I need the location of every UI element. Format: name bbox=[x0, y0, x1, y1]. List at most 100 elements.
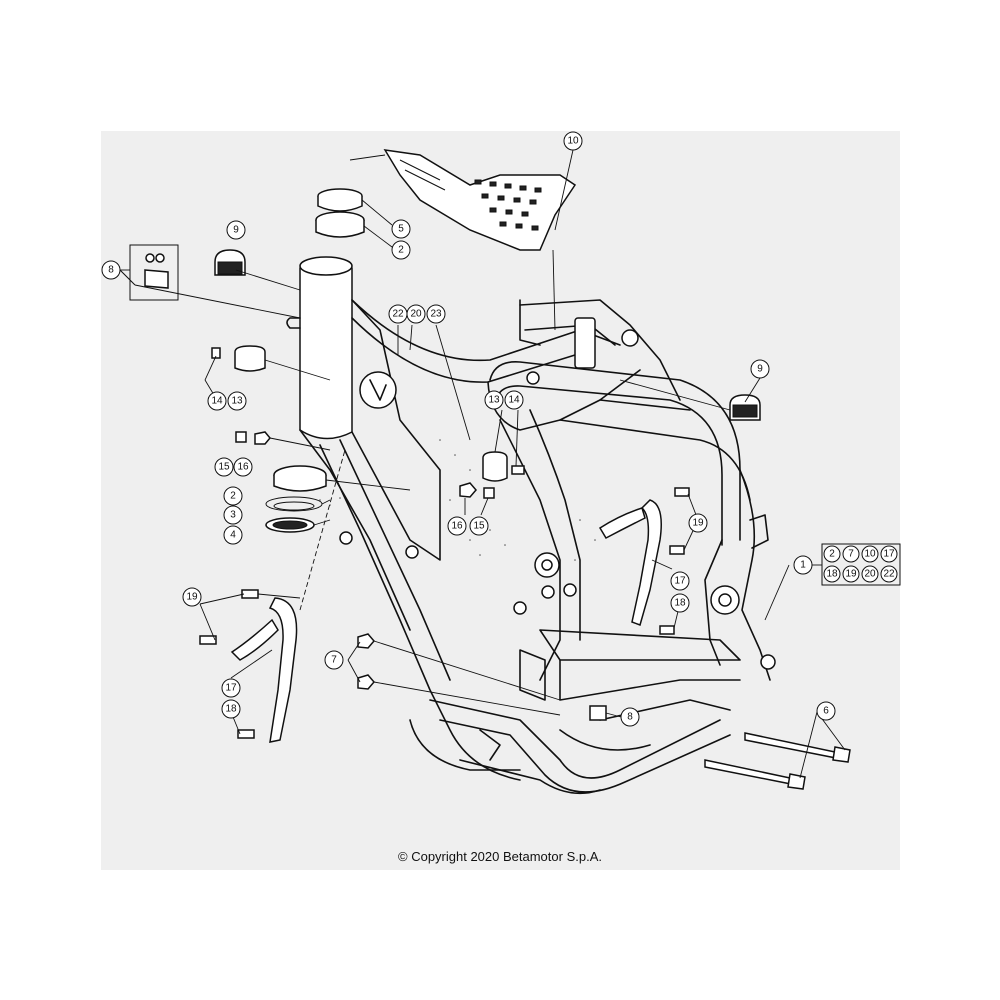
kit-item-18-label: 18 bbox=[826, 569, 838, 580]
kit-item-2-label: 2 bbox=[829, 549, 835, 560]
callout-15-center-label: 15 bbox=[473, 521, 485, 532]
callout-11-label: 10 bbox=[567, 136, 579, 147]
bushing-center bbox=[482, 451, 508, 482]
copyright-notice: © Copyright 2020 Betamotor S.p.A. bbox=[398, 849, 602, 864]
bearing-top bbox=[315, 211, 365, 238]
callout-14-center-label: 14 bbox=[508, 395, 520, 406]
bracket-left bbox=[199, 589, 298, 743]
callout-6[interactable]: 6 bbox=[816, 701, 836, 721]
kit-item-10[interactable]: 10 bbox=[861, 545, 879, 563]
callout-4-label: 4 bbox=[230, 530, 236, 541]
long-bolts-6 bbox=[704, 732, 851, 790]
callout-10-left[interactable]: 9 bbox=[226, 220, 246, 240]
callout-4[interactable]: 4 bbox=[223, 525, 243, 545]
kit-item-7-label: 7 bbox=[848, 549, 854, 560]
callout-7[interactable]: 7 bbox=[324, 650, 344, 670]
callout-10-right[interactable]: 9 bbox=[750, 359, 770, 379]
callout-3-label: 3 bbox=[230, 510, 236, 521]
kit-item-18[interactable]: 18 bbox=[823, 565, 841, 583]
nut-7-upper bbox=[357, 633, 375, 649]
key-lock-kit bbox=[129, 244, 179, 301]
callout-16-center-label: 16 bbox=[451, 521, 463, 532]
callout-2-lower[interactable]: 2 bbox=[223, 486, 243, 506]
kit-contents-box: 2 7 10 17 18 19 20 22 bbox=[821, 543, 901, 586]
callout-19-right-label: 19 bbox=[692, 518, 704, 529]
callout-11[interactable]: 10 bbox=[563, 131, 583, 151]
callout-9[interactable]: 8 bbox=[101, 260, 121, 280]
separate-parts bbox=[129, 149, 851, 790]
callout-17-right-label: 17 bbox=[674, 576, 686, 587]
kit-item-17-label: 17 bbox=[883, 549, 895, 560]
callout-23-label: 23 bbox=[430, 309, 442, 320]
lower-bearing-stack bbox=[265, 465, 327, 533]
cage-nut-8 bbox=[589, 705, 607, 721]
callout-8[interactable]: 8 bbox=[620, 707, 640, 727]
callout-17-right[interactable]: 17 bbox=[670, 571, 690, 591]
callout-15-left[interactable]: 15 bbox=[214, 457, 234, 477]
callout-18-left-label: 18 bbox=[225, 704, 237, 715]
callout-23[interactable]: 23 bbox=[426, 304, 446, 324]
callout-14-center[interactable]: 14 bbox=[504, 390, 524, 410]
callout-18-left[interactable]: 18 bbox=[221, 699, 241, 719]
bolt-15-center bbox=[483, 487, 495, 499]
callout-18-right-label: 18 bbox=[674, 598, 686, 609]
callout-15-center[interactable]: 15 bbox=[469, 516, 489, 536]
nut-16-left bbox=[254, 431, 271, 445]
bolt-15-left bbox=[235, 431, 247, 443]
callout-16-left[interactable]: 16 bbox=[233, 457, 253, 477]
callout-3[interactable]: 3 bbox=[223, 505, 243, 525]
callout-19-left-label: 19 bbox=[186, 592, 198, 603]
callout-14-label: 14 bbox=[211, 396, 223, 407]
bracket-right bbox=[598, 487, 690, 635]
clamp-right bbox=[729, 394, 761, 421]
kit-item-19-label: 19 bbox=[845, 569, 857, 580]
nut-7-lower bbox=[357, 674, 375, 690]
callout-2-lower-label: 2 bbox=[230, 491, 236, 502]
leader-lines bbox=[119, 149, 846, 779]
callout-13-center-label: 13 bbox=[488, 395, 500, 406]
callout-5-top[interactable]: 5 bbox=[391, 219, 411, 239]
callout-19-left[interactable]: 19 bbox=[182, 587, 202, 607]
kit-item-22[interactable]: 22 bbox=[880, 565, 898, 583]
callout-7-label: 7 bbox=[331, 655, 337, 666]
callout-16-center[interactable]: 16 bbox=[447, 516, 467, 536]
kit-item-19[interactable]: 19 bbox=[842, 565, 860, 583]
kit-item-20-label: 20 bbox=[864, 569, 876, 580]
bolt-14-center bbox=[511, 465, 525, 475]
callout-17-left[interactable]: 17 bbox=[221, 678, 241, 698]
clamp-left bbox=[214, 249, 246, 276]
callout-2-label: 2 bbox=[398, 245, 404, 256]
callout-22-label: 22 bbox=[392, 309, 404, 320]
callout-13-center[interactable]: 13 bbox=[484, 390, 504, 410]
callout-2-top[interactable]: 2 bbox=[391, 240, 411, 260]
bolt-bushing-left bbox=[211, 345, 266, 372]
frame-drawing bbox=[286, 256, 776, 795]
callout-22[interactable]: 22 bbox=[388, 304, 408, 324]
callout-9-label: 8 bbox=[108, 265, 114, 276]
callout-17-left-label: 17 bbox=[225, 683, 237, 694]
kit-item-22-label: 22 bbox=[883, 569, 895, 580]
callout-1[interactable]: 1 bbox=[793, 555, 813, 575]
kit-item-20[interactable]: 20 bbox=[861, 565, 879, 583]
kit-item-17[interactable]: 17 bbox=[880, 545, 898, 563]
callout-13-left[interactable]: 13 bbox=[227, 391, 247, 411]
callout-14-left[interactable]: 14 bbox=[207, 391, 227, 411]
skid-plate-part bbox=[349, 149, 577, 251]
callout-18-right[interactable]: 18 bbox=[670, 593, 690, 613]
kit-item-10-label: 10 bbox=[864, 549, 876, 560]
steering-head-tube bbox=[299, 260, 353, 440]
callout-20[interactable]: 20 bbox=[406, 304, 426, 324]
callout-13-label: 13 bbox=[231, 396, 243, 407]
callout-16-label: 16 bbox=[237, 462, 249, 473]
nut-16-center bbox=[459, 482, 477, 498]
callout-6-label: 6 bbox=[823, 706, 829, 717]
callout-19-right[interactable]: 19 bbox=[688, 513, 708, 533]
kit-item-2[interactable]: 2 bbox=[823, 545, 841, 563]
callout-15-label: 15 bbox=[218, 462, 230, 473]
bearing-seal-top bbox=[317, 188, 363, 212]
callout-20-label: 20 bbox=[410, 309, 422, 320]
callout-10-right-label: 9 bbox=[757, 364, 763, 375]
callout-5-label: 5 bbox=[398, 224, 404, 235]
kit-item-7[interactable]: 7 bbox=[842, 545, 860, 563]
